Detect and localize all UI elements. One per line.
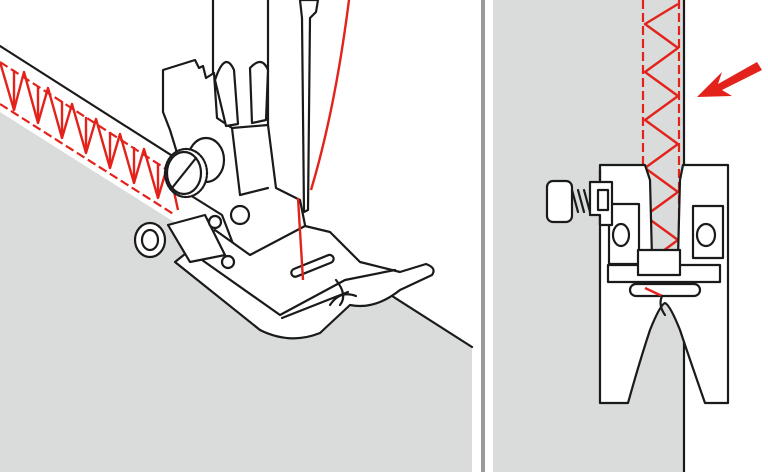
thread <box>296 0 351 281</box>
presser-foot-holder <box>161 58 308 264</box>
right-panel-top-view <box>493 0 762 472</box>
side-adjust-screw <box>545 179 614 227</box>
needle-clamp-knob <box>133 213 236 270</box>
needle <box>298 0 320 214</box>
left-panel-side-view <box>0 0 474 472</box>
panel-divider <box>481 0 485 472</box>
presser-foot-top <box>598 163 730 405</box>
thumb-screw <box>163 136 226 199</box>
direction-arrow <box>697 62 762 97</box>
stitch-band-left <box>0 61 181 216</box>
fabric-right <box>493 0 683 472</box>
